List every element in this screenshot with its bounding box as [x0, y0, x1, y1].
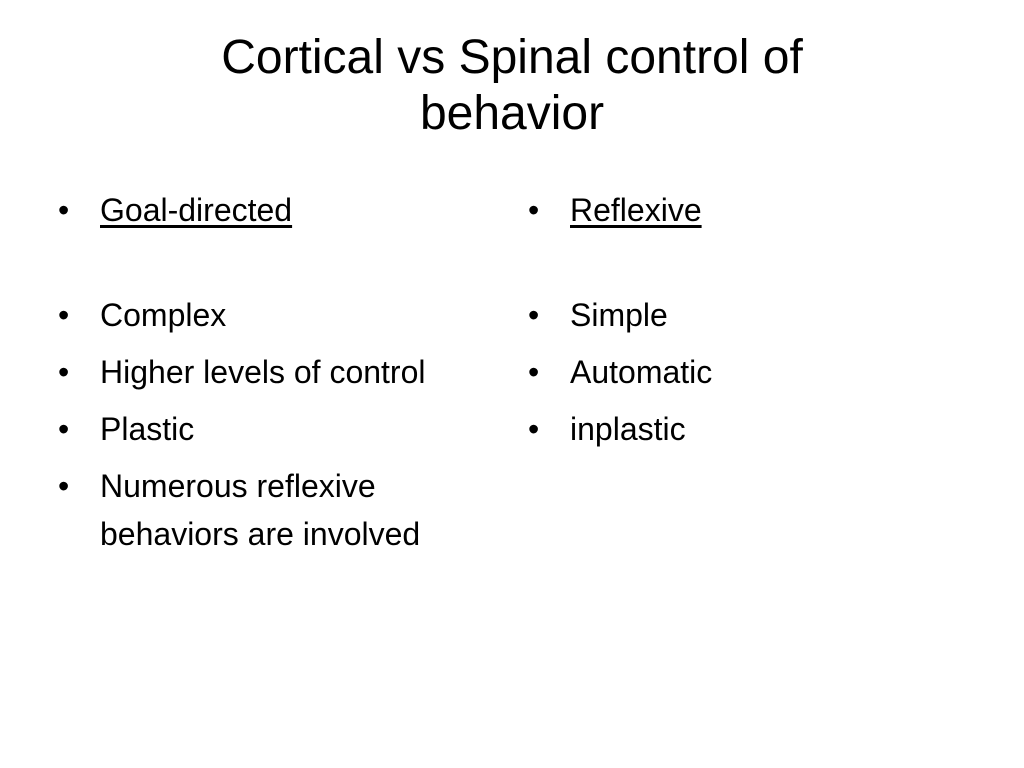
right-heading: Reflexive: [570, 192, 702, 228]
bullet-icon: •: [58, 192, 70, 228]
slide-title-line-1: Cortical vs Spinal control of: [221, 31, 803, 84]
left-bullet-list: • Goal-directed • Complex • Higher level…: [58, 186, 468, 567]
bullet-icon: •: [528, 354, 540, 390]
bullet-icon: •: [58, 468, 70, 504]
list-item-text: inplastic: [570, 411, 686, 447]
bullet-icon: •: [528, 297, 540, 333]
list-item-text: Simple: [570, 297, 668, 333]
list-item-text: Complex: [100, 297, 227, 333]
list-item: • Numerous reflexive behaviors are invol…: [58, 462, 468, 558]
bullet-icon: •: [528, 192, 540, 228]
slide-title: Cortical vs Spinal control of behavior: [112, 30, 912, 142]
bullet-icon: •: [58, 411, 70, 447]
list-item-text: Plastic: [100, 411, 195, 447]
list-item: • Complex: [58, 291, 468, 339]
list-item: • Plastic: [58, 405, 468, 453]
list-item: • Higher levels of control: [58, 348, 468, 396]
bullet-icon: •: [528, 411, 540, 447]
list-item: • inplastic: [528, 405, 968, 453]
bullet-icon: •: [58, 354, 70, 390]
left-heading: Goal-directed: [100, 192, 293, 228]
right-heading-item: • Reflexive: [528, 186, 968, 234]
right-bullet-list: • Reflexive • Simple • Automatic • inpla…: [528, 186, 968, 462]
list-item-text: Higher levels of control: [100, 354, 426, 390]
bullet-icon: •: [58, 297, 70, 333]
left-heading-item: • Goal-directed: [58, 186, 468, 234]
list-item: • Automatic: [528, 348, 968, 396]
list-item-text: Numerous reflexive behaviors are involve…: [100, 468, 421, 552]
list-item: • Simple: [528, 291, 968, 339]
slide-title-line-2: behavior: [419, 87, 605, 140]
list-item-text: Automatic: [570, 354, 713, 390]
